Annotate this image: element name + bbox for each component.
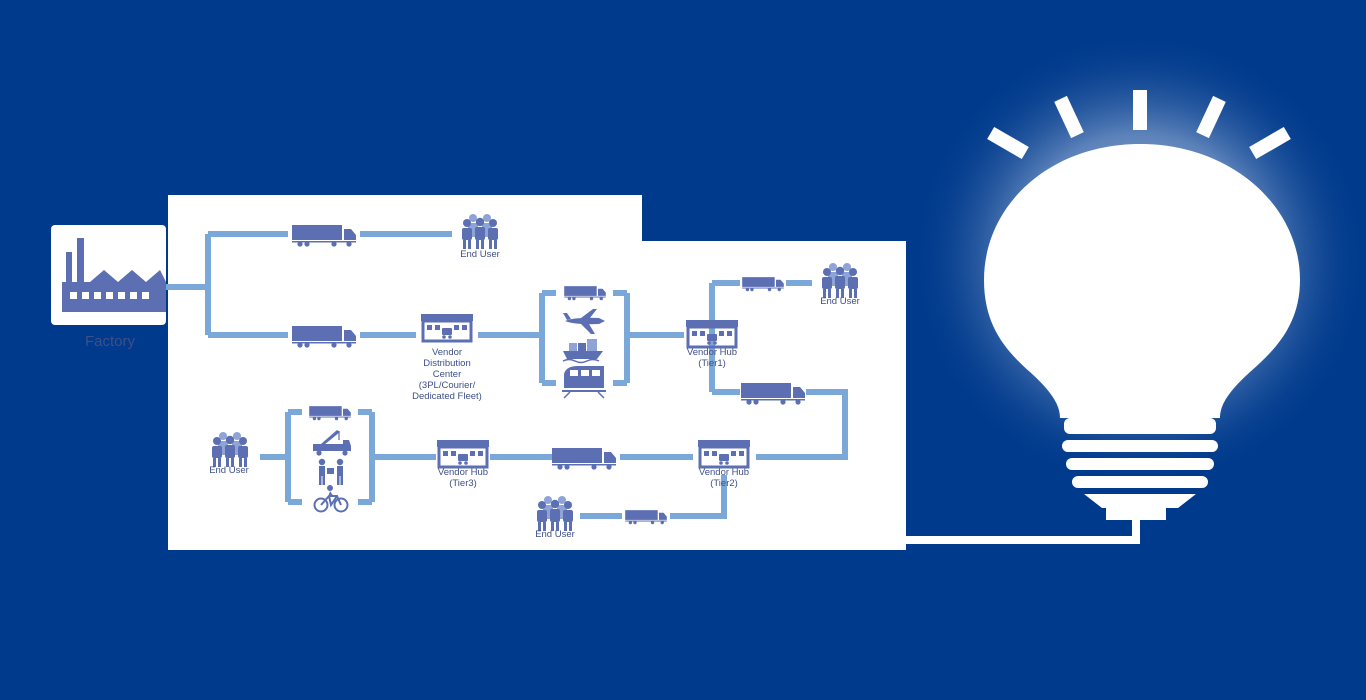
tier1-label: (Tier1) [698,358,726,369]
diagram-panel [168,195,906,550]
vdc-line-3: Center [433,369,462,380]
vendor-hub-tier3-label: Vendor Hub [438,467,488,478]
factory-icon [62,238,166,312]
tier3-label: (Tier3) [449,478,477,489]
connector-lines [166,231,848,519]
vdc-line-5: Dedicated Fleet) [412,391,482,402]
vdc-line-2: Distribution [423,358,471,369]
vdc-line-1: Vendor [432,347,462,358]
factory-label: Factory [85,333,136,350]
vdc-line-4: (3PL/Courier/ [419,380,476,391]
bulb-cable [905,518,1140,544]
vendor-hub-tier2-label: Vendor Hub [699,467,749,478]
vendor-hub-tier1-label: Vendor Hub [687,347,737,358]
vendor-distribution-center-label: Vendor Distribution Center (3PL/Courier/… [412,347,482,402]
end-user-label: End User [209,465,249,476]
end-user-label: End User [535,529,575,540]
end-user-label: End User [820,296,860,307]
end-user-label: End User [460,249,500,260]
light-bulb-icon [984,90,1300,520]
tier2-label: (Tier2) [710,478,738,489]
